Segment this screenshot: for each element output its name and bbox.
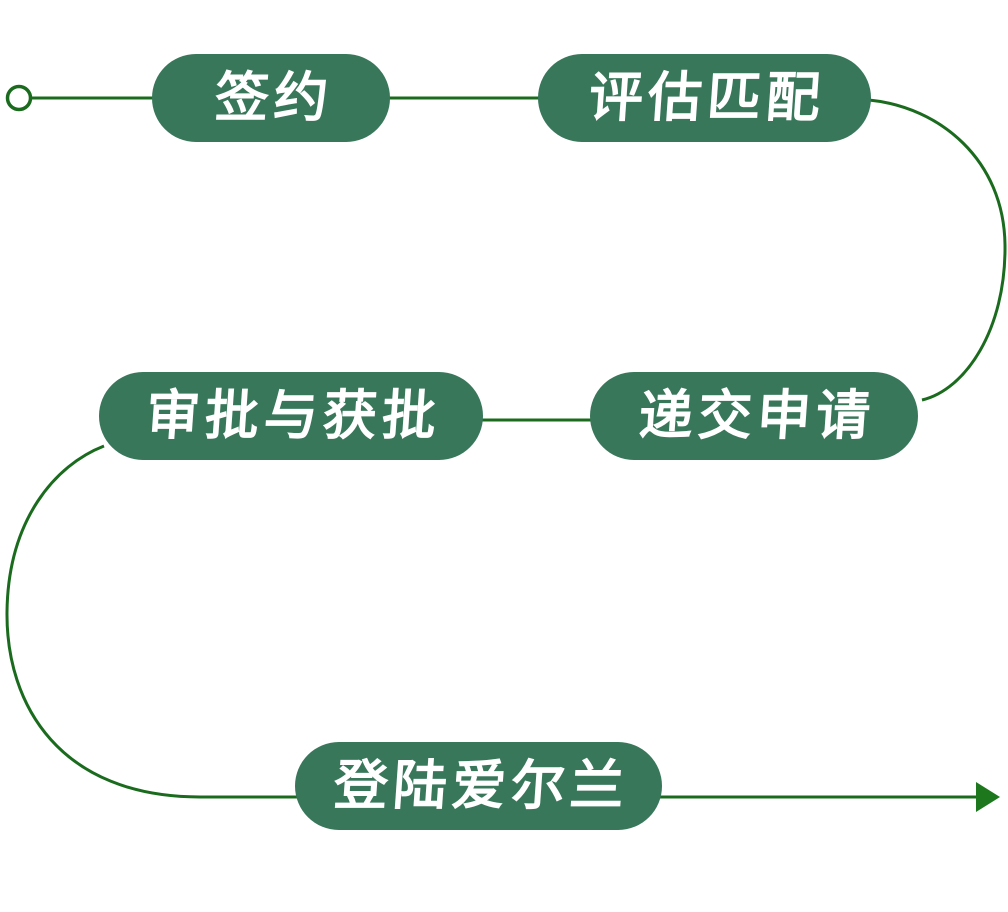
connector-step2-to-step3-arc xyxy=(868,98,1007,402)
step-sign-contract: 签约 xyxy=(152,54,390,142)
connector-step4-to-step5-arc xyxy=(5,444,297,799)
step-land-in-ireland-label: 登陆爱尔兰 xyxy=(331,756,631,816)
step-submit-application-label: 递交申请 xyxy=(636,386,877,446)
start-circle-icon xyxy=(5,84,33,112)
step-evaluation-match: 评估匹配 xyxy=(538,54,871,142)
step-sign-contract-label: 签约 xyxy=(212,68,335,128)
step-submit-application: 递交申请 xyxy=(590,372,918,460)
step-approval-granted: 审批与获批 xyxy=(99,372,483,460)
step-approval-granted-label: 审批与获批 xyxy=(143,386,444,446)
arrow-right-icon xyxy=(976,782,1000,812)
step-land-in-ireland: 登陆爱尔兰 xyxy=(295,742,662,830)
step-evaluation-match-label: 评估匹配 xyxy=(586,68,828,128)
